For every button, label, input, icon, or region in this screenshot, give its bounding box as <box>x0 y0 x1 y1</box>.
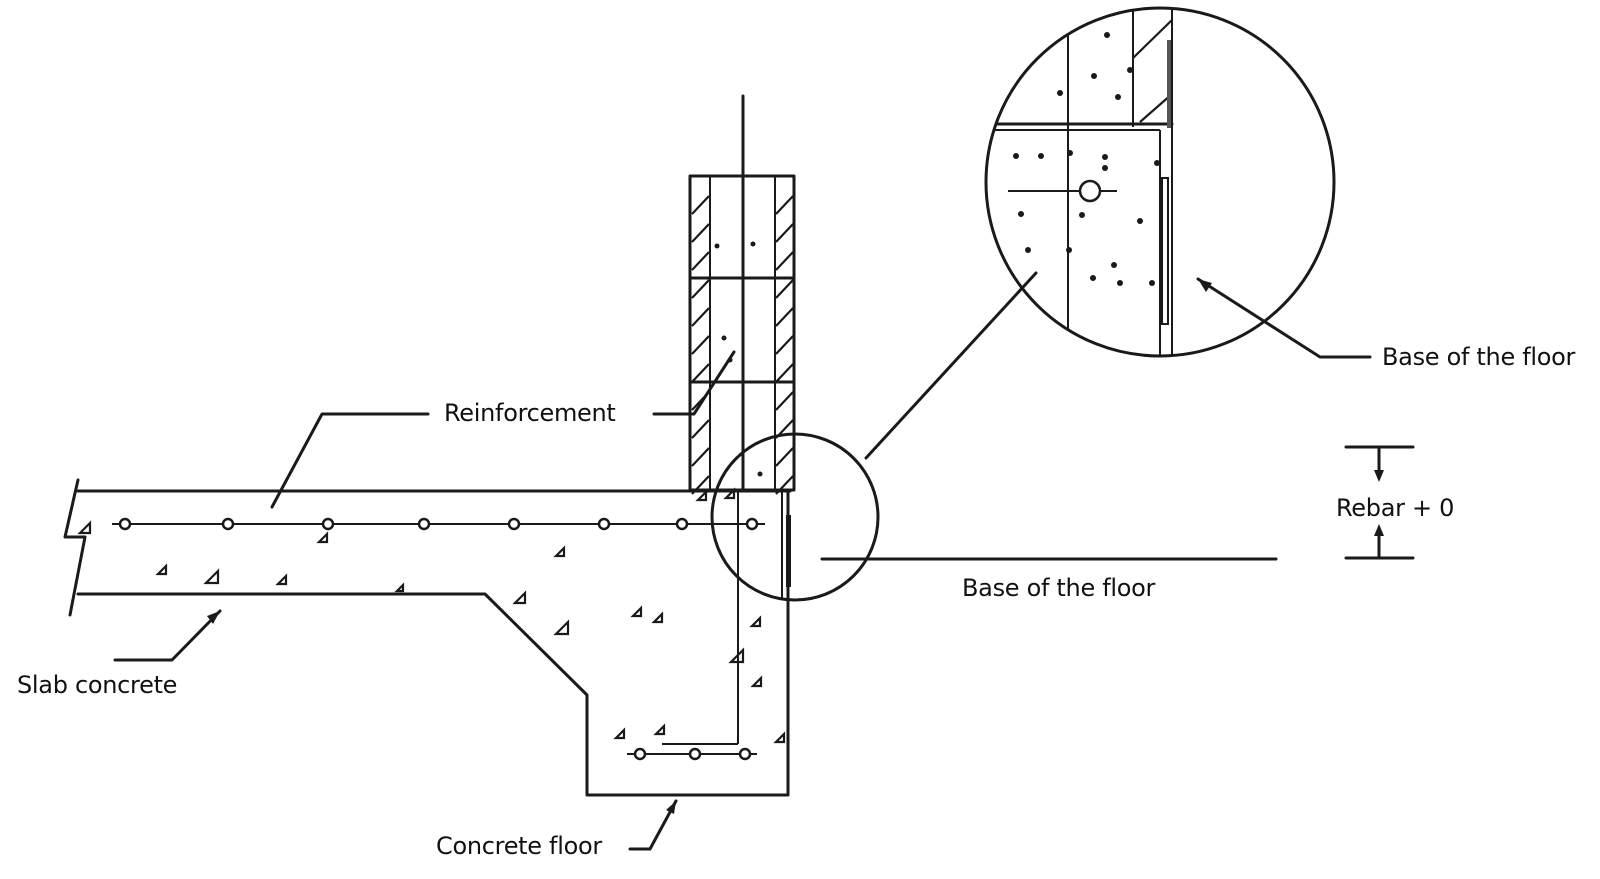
concrete-speck <box>1102 154 1108 160</box>
concrete-speck <box>1013 153 1019 159</box>
leader-slab-concrete <box>113 609 222 662</box>
aggregate-triangle <box>203 568 220 585</box>
label-rebar-offset: Rebar + 0 <box>1336 494 1455 522</box>
aggregate-triangle <box>155 563 168 576</box>
concrete-speck <box>1137 218 1143 224</box>
bottom-rebar <box>627 747 757 761</box>
label-concrete-floor: Concrete floor <box>436 832 602 860</box>
label-base-of-floor-main: Base of the floor <box>962 574 1156 602</box>
concrete-speck <box>1067 150 1073 156</box>
hatch-line <box>775 475 794 495</box>
aggregate-triangle <box>651 611 664 624</box>
detail-callout-circle <box>710 432 880 602</box>
base-strip <box>781 491 791 600</box>
hatch-line <box>691 447 710 467</box>
rebar-bar <box>597 517 611 531</box>
hatch-line <box>691 223 710 243</box>
enlarged-detail <box>984 6 1372 359</box>
hatch-line <box>691 307 710 327</box>
label-reinforcement: Reinforcement <box>444 399 616 427</box>
aggregate-triangle <box>695 489 708 502</box>
concrete-speck <box>750 241 756 247</box>
concrete-speck <box>1127 67 1133 73</box>
hatch-line <box>691 419 710 439</box>
hatch-line <box>775 447 794 467</box>
rebar-bar <box>633 747 647 761</box>
hatch-line <box>691 475 710 495</box>
hatch-line <box>775 363 794 383</box>
hatch-line <box>691 195 710 215</box>
aggregate-triangle <box>275 573 288 586</box>
rebar-bar <box>688 747 702 761</box>
leader-concrete-floor <box>628 799 678 851</box>
concrete-speck <box>1079 212 1085 218</box>
concrete-speck <box>1018 211 1024 217</box>
concrete-speck <box>1115 94 1121 100</box>
aggregate-triangle <box>553 545 566 558</box>
rebar-bar <box>675 517 689 531</box>
rebar-bar <box>118 517 132 531</box>
hatch-line <box>691 363 710 383</box>
label-slab-concrete: Slab concrete <box>17 671 178 699</box>
masonry-wall <box>688 94 796 495</box>
hatch-line <box>691 251 710 271</box>
concrete-speck <box>1066 247 1072 253</box>
rebar-bar <box>221 517 235 531</box>
hatch-line <box>775 307 794 327</box>
hatch-line <box>775 195 794 215</box>
aggregate-triangle <box>653 723 666 736</box>
concrete-speck <box>714 243 720 249</box>
rebar-bar <box>417 517 431 531</box>
concrete-speck <box>1090 275 1096 281</box>
top-rebar <box>112 517 765 531</box>
concrete-aggregate <box>77 487 786 744</box>
hatch-line <box>775 251 794 271</box>
aggregate-triangle <box>394 582 405 593</box>
aggregate-triangle <box>750 675 763 688</box>
slab-outline <box>63 478 792 797</box>
concrete-speck <box>1025 247 1031 253</box>
aggregate-triangle <box>613 727 626 740</box>
hatch-line <box>775 391 794 411</box>
hatch-line <box>691 335 710 355</box>
rebar-bar <box>507 517 521 531</box>
leader-reinforcement <box>270 350 736 509</box>
concrete-speck <box>1149 280 1155 286</box>
aggregate-triangle <box>723 487 736 500</box>
concrete-speck <box>1091 73 1097 79</box>
hatch-line <box>691 279 710 299</box>
rebar-bar <box>745 517 759 531</box>
concrete-speck <box>1111 262 1117 268</box>
aggregate-triangle <box>749 615 762 628</box>
hatch-line <box>775 335 794 355</box>
concrete-speck <box>721 335 727 341</box>
concrete-speck <box>1102 165 1108 171</box>
dimension-rebar-offset <box>1344 445 1415 560</box>
callout-connector-line <box>864 271 1038 460</box>
aggregate-triangle <box>553 619 570 636</box>
concrete-speck <box>757 471 763 477</box>
concrete-speck <box>1057 90 1063 96</box>
concrete-speck <box>1104 32 1110 38</box>
aggregate-triangle <box>773 731 786 744</box>
aggregate-triangle <box>316 531 329 544</box>
hatch-line <box>775 223 794 243</box>
rebar-bar <box>321 517 335 531</box>
aggregate-triangle <box>512 590 527 605</box>
concrete-speck <box>1117 280 1123 286</box>
aggregate-triangle <box>77 520 92 535</box>
aggregate-triangle <box>728 647 745 664</box>
concrete-speck <box>1154 160 1160 166</box>
concrete-speck <box>1038 153 1044 159</box>
aggregate-triangle <box>630 605 643 618</box>
label-base-of-floor-detail: Base of the floor <box>1382 343 1576 371</box>
hatch-line <box>775 279 794 299</box>
rebar-bar <box>738 747 752 761</box>
